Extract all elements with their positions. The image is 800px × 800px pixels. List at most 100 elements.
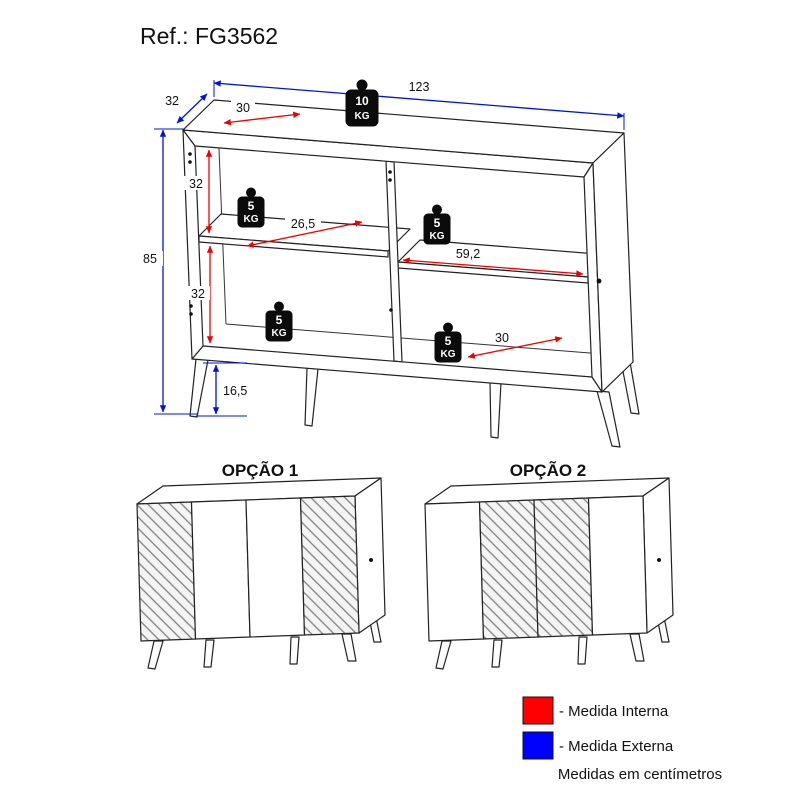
dim-line-right-shelf-width: [402, 257, 584, 277]
dim-label-left-shelf-depth: 26,5: [291, 217, 315, 231]
label-bg: [186, 286, 210, 300]
legend-external-label: - Medida Externa: [559, 738, 674, 755]
dim-label-leg-height: 16,5: [223, 384, 247, 398]
pin-hole-dot: [389, 308, 393, 312]
handle-hole-dot: [369, 558, 373, 562]
label-bg: [285, 216, 321, 230]
weight-knob: [443, 322, 453, 333]
weight-value: 5: [434, 216, 441, 230]
weight-value: 5: [276, 313, 283, 327]
dim-line-bottom-inner-width: [467, 336, 563, 359]
weight-body: [423, 213, 451, 245]
dimension-labels: 123 32 30 85 32 32 26,5 59,2 30 16,5: [137, 79, 514, 398]
dim-label-top-inner-width: 30: [236, 101, 250, 115]
mirror-door-panel: [299, 495, 360, 636]
legend-note: Medidas em centímetros: [558, 766, 722, 783]
weight-knob: [356, 79, 368, 91]
mirror-door-panel: [533, 497, 594, 638]
mirror-door-panel: [478, 499, 539, 640]
leg: [203, 639, 215, 668]
weight-icon-5kg-bottom-right: 5 KG: [434, 322, 462, 363]
dim-label-total-width: 123: [409, 80, 430, 94]
option-1-label: OPÇÃO 1: [222, 460, 299, 480]
leg: [304, 367, 319, 427]
product-ref: Ref.: FG3562: [140, 23, 278, 49]
option-2-cabinet: [424, 477, 674, 670]
label-bg: [450, 246, 486, 260]
weight-body: [265, 310, 293, 342]
weight-unit: KG: [355, 111, 370, 122]
pin-hole-dot: [189, 304, 193, 308]
label-bg: [221, 383, 254, 397]
legend-internal-label: - Medida Interna: [559, 703, 669, 720]
leg: [577, 636, 588, 665]
dim-label-upper-inner-height: 32: [189, 177, 203, 191]
main-dimension-drawing: 10 KG 5 KG 5 KG 5 KG: [137, 79, 640, 448]
weight-value: 10: [355, 94, 369, 108]
dim-label-lower-inner-height: 32: [191, 287, 205, 301]
weight-unit: KG: [430, 231, 445, 242]
right-side-face: [354, 477, 386, 634]
option-1-cabinet: [136, 477, 386, 670]
weight-icon-5kg-bottom-left: 5 KG: [265, 301, 293, 342]
pin-holes: [188, 152, 602, 316]
door-panel: [587, 495, 648, 636]
label-bg: [404, 79, 434, 94]
weight-knob: [432, 204, 442, 215]
dim-label-total-depth: 32: [165, 94, 179, 108]
dim-label-total-height: 85: [143, 252, 157, 266]
dim-line-total-width: [213, 80, 625, 119]
weight-body: [434, 331, 462, 363]
label-bg: [490, 330, 514, 344]
pin-hole-dot: [189, 312, 193, 316]
pin-hole-dot: [188, 160, 192, 164]
external-dimensions: [154, 80, 625, 417]
option-2: OPÇÃO 2: [424, 460, 674, 670]
dim-line-left-shelf-depth: [246, 220, 363, 248]
weight-value: 5: [248, 199, 255, 213]
leg: [147, 640, 164, 670]
weight-unit: KG: [244, 214, 259, 225]
weight-body: [237, 196, 265, 228]
weight-body: [345, 89, 379, 127]
left-stile: [182, 129, 204, 360]
dim-line-total-depth: [176, 93, 208, 124]
option-1: OPÇÃO 1: [136, 460, 386, 670]
weight-unit: KG: [272, 328, 287, 339]
pin-hole-dot: [388, 170, 392, 174]
dim-label-right-shelf-width: 59,2: [456, 247, 480, 261]
mirror-door-panel: [136, 501, 197, 642]
weight-knob: [246, 187, 256, 198]
leg: [435, 640, 452, 670]
leg: [289, 636, 300, 665]
pin-hole-dot: [388, 178, 392, 182]
leg: [491, 639, 503, 668]
weight-unit: KG: [441, 349, 456, 360]
pin-hole-dot: [188, 152, 192, 156]
weight-icon-10kg-top: 10 KG: [345, 79, 379, 127]
legend-external-swatch: [522, 731, 554, 760]
label-bg: [137, 251, 163, 266]
label-bg: [158, 93, 180, 108]
leg: [629, 633, 645, 662]
right-side-face: [642, 477, 674, 634]
handle-hole-dot: [657, 558, 661, 562]
door-panel: [245, 497, 306, 638]
weight-icon-5kg-left-shelf: 5 KG: [237, 187, 265, 228]
door-panel: [424, 501, 485, 642]
weight-value: 5: [445, 334, 452, 348]
handle-hole-dot: [596, 278, 602, 284]
dim-line-top-inner-width: [223, 111, 301, 126]
weight-icons: 10 KG 5 KG 5 KG 5 KG: [237, 79, 462, 363]
leg: [189, 358, 209, 418]
leg: [489, 381, 502, 439]
legend: - Medida Interna - Medida Externa Medida…: [522, 696, 722, 783]
label-bg: [184, 176, 208, 190]
leg: [341, 633, 357, 662]
leg: [596, 390, 621, 448]
door-panel: [190, 499, 251, 640]
right-side-face: [592, 132, 634, 393]
label-bg: [231, 100, 255, 114]
weight-icon-5kg-right-shelf: 5 KG: [423, 204, 451, 245]
